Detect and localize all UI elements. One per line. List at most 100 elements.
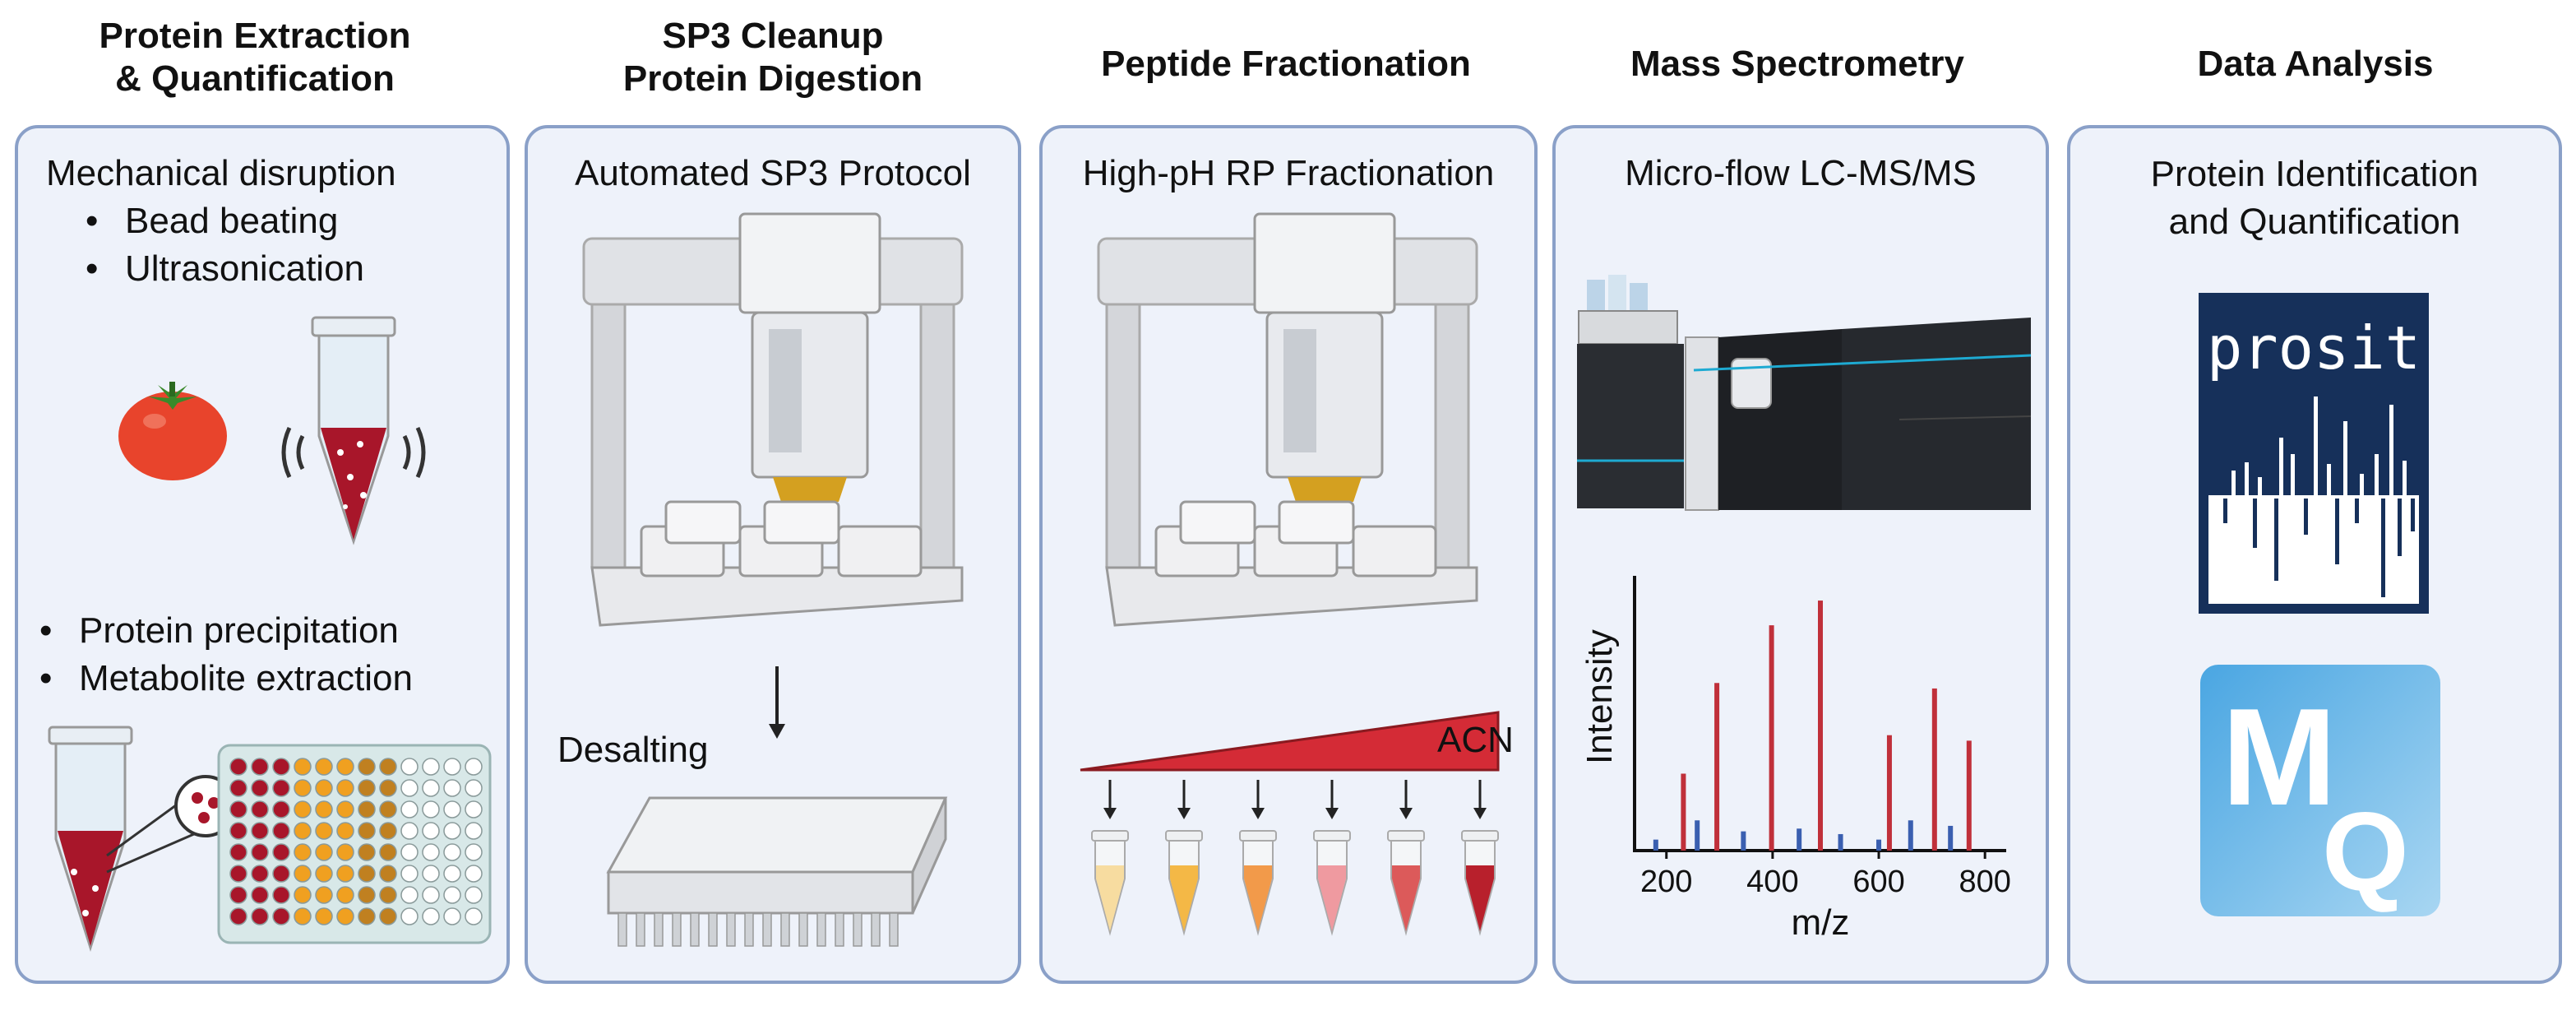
well (358, 800, 376, 819)
well (422, 822, 440, 840)
fraction-tubes (1091, 780, 1499, 936)
well (294, 822, 312, 840)
fraction-arrowhead (1103, 808, 1117, 819)
well (315, 822, 333, 840)
plate-tip (726, 912, 736, 947)
fraction-arrowhead (1251, 808, 1265, 819)
well (443, 800, 461, 819)
tomato-icon (118, 382, 227, 480)
well (443, 886, 461, 904)
well (379, 822, 397, 840)
fraction-tube-cap (1313, 830, 1351, 842)
plate-tip (762, 912, 772, 947)
well (379, 800, 397, 819)
panel1-bullets-bottom: Protein precipitation Metabolite extract… (33, 607, 413, 703)
well (400, 865, 419, 883)
well (229, 865, 247, 883)
well (251, 886, 269, 904)
well (465, 779, 483, 797)
prosit-bar (2291, 454, 2295, 495)
well (358, 758, 376, 776)
spectrum-peak (1908, 820, 1913, 851)
panel5-heading: Protein Identification and Quantificatio… (2150, 154, 2479, 242)
panel2-heading: Automated SP3 Protocol (575, 153, 971, 193)
prosit-bar-down (2411, 499, 2415, 531)
well (251, 907, 269, 925)
well (400, 886, 419, 904)
well (422, 843, 440, 861)
well (315, 758, 333, 776)
well (336, 822, 354, 840)
prosit-bar-down (2355, 499, 2359, 523)
well (400, 779, 419, 797)
sonication-tube-icon (281, 316, 426, 545)
well (229, 822, 247, 840)
prosit-bar-down (2253, 499, 2257, 548)
well (272, 886, 290, 904)
column-title-sp3: SP3 Cleanup Protein Digestion (622, 16, 923, 99)
well (294, 843, 312, 861)
spectrum-peak (1769, 625, 1774, 851)
y-axis-label: Intensity (1579, 629, 1620, 764)
well (294, 886, 312, 904)
spectrum-peak (1876, 839, 1882, 851)
fraction-liquid (1318, 865, 1346, 931)
well (465, 843, 483, 861)
well (294, 865, 312, 883)
well (251, 758, 269, 776)
x-axis-label: m/z (1792, 902, 1850, 943)
well (336, 843, 354, 861)
spectrum-peak (1886, 735, 1892, 851)
well (336, 865, 354, 883)
prosit-bar-down (2335, 499, 2339, 564)
plate-tip (708, 912, 718, 947)
spectrum-peak (1948, 825, 1954, 851)
well (336, 907, 354, 925)
acn-label: ACN (1437, 720, 1514, 760)
well (465, 907, 483, 925)
bullet-ultrasonication: Ultrasonication (79, 245, 364, 293)
maxquant-logo: M Q (2200, 665, 2440, 916)
fraction-arrowhead (1399, 808, 1413, 819)
plate-tip (853, 912, 863, 947)
well (272, 758, 290, 776)
spectrum-peak (1695, 820, 1700, 851)
maxquant-m-text: M (2222, 679, 2337, 834)
well (251, 779, 269, 797)
prosit-bar-down (2304, 499, 2308, 535)
panel1-heading: Mechanical disruption (46, 153, 396, 193)
plate-tip (835, 912, 844, 947)
well (229, 843, 247, 861)
plate-tip (889, 912, 899, 947)
well (294, 758, 312, 776)
well (465, 800, 483, 819)
well (251, 865, 269, 883)
prosit-bar (2314, 397, 2318, 495)
column-title-data-analysis: Data Analysis (2197, 44, 2434, 84)
well (379, 907, 397, 925)
well (400, 843, 419, 861)
plate-tip (871, 912, 881, 947)
well (229, 886, 247, 904)
x-tick-label: 800 (1959, 865, 2010, 899)
well-plate-icon (217, 744, 492, 944)
panel4-heading: Micro-flow LC-MS/MS (1625, 153, 1977, 193)
mass-spectrometer-icon (1577, 275, 2032, 511)
plate-tip (744, 912, 754, 947)
well (400, 758, 419, 776)
plate-tip (780, 912, 790, 947)
well (358, 886, 376, 904)
well (379, 843, 397, 861)
well (465, 886, 483, 904)
prosit-bar (2327, 464, 2331, 495)
well (229, 800, 247, 819)
plate-tip (636, 912, 645, 947)
spectrum-peak (1741, 831, 1746, 851)
maxquant-q-text: Q (2322, 789, 2409, 914)
fraction-liquid (1244, 865, 1272, 931)
well (443, 779, 461, 797)
well (400, 800, 419, 819)
prosit-bar (2343, 421, 2347, 495)
well (272, 800, 290, 819)
precipitation-tube-icon (48, 726, 237, 952)
